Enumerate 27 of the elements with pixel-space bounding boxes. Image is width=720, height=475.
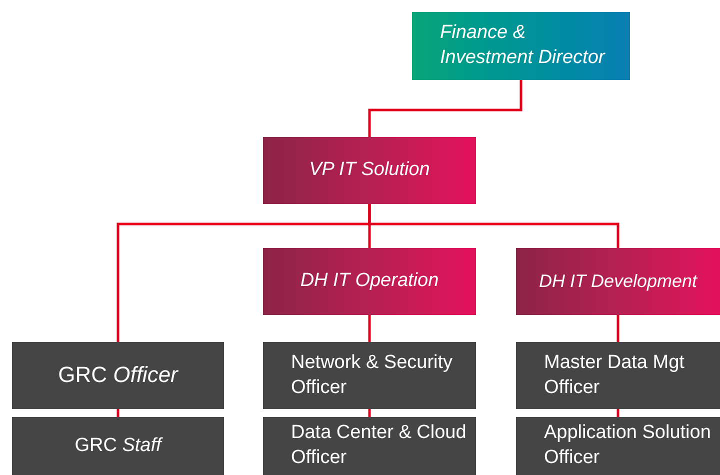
role-title: Master Data Mgt Officer [544, 350, 686, 400]
connector-line [368, 315, 371, 342]
role-title: Application Solution Officer [544, 421, 712, 470]
role-title: Network & Security Officer [291, 350, 454, 400]
org-box [516, 342, 720, 409]
role-title: Finance & Investment Director [440, 21, 606, 70]
org-box [12, 342, 224, 409]
role-title: GRC Staff [74, 434, 162, 458]
role-title: DH IT Development [538, 270, 698, 293]
connector-line [368, 80, 522, 137]
connector-line [368, 204, 620, 248]
org-box [516, 417, 720, 475]
role-title: Data Center & Cloud Officer [291, 421, 468, 470]
org-box [412, 12, 630, 80]
org-box [263, 248, 476, 315]
org-box [263, 137, 476, 204]
org-box [263, 342, 476, 409]
connector-line [616, 409, 620, 417]
connector-line [116, 409, 120, 417]
role-title: DH IT Operation [300, 269, 439, 294]
role-title: VP IT Solution [309, 158, 430, 182]
connector-line [616, 315, 620, 342]
org-box [263, 417, 476, 475]
org-box [516, 248, 720, 315]
org-box [12, 417, 224, 475]
role-title: GRC Officer [58, 361, 178, 390]
connector-line [368, 409, 371, 417]
